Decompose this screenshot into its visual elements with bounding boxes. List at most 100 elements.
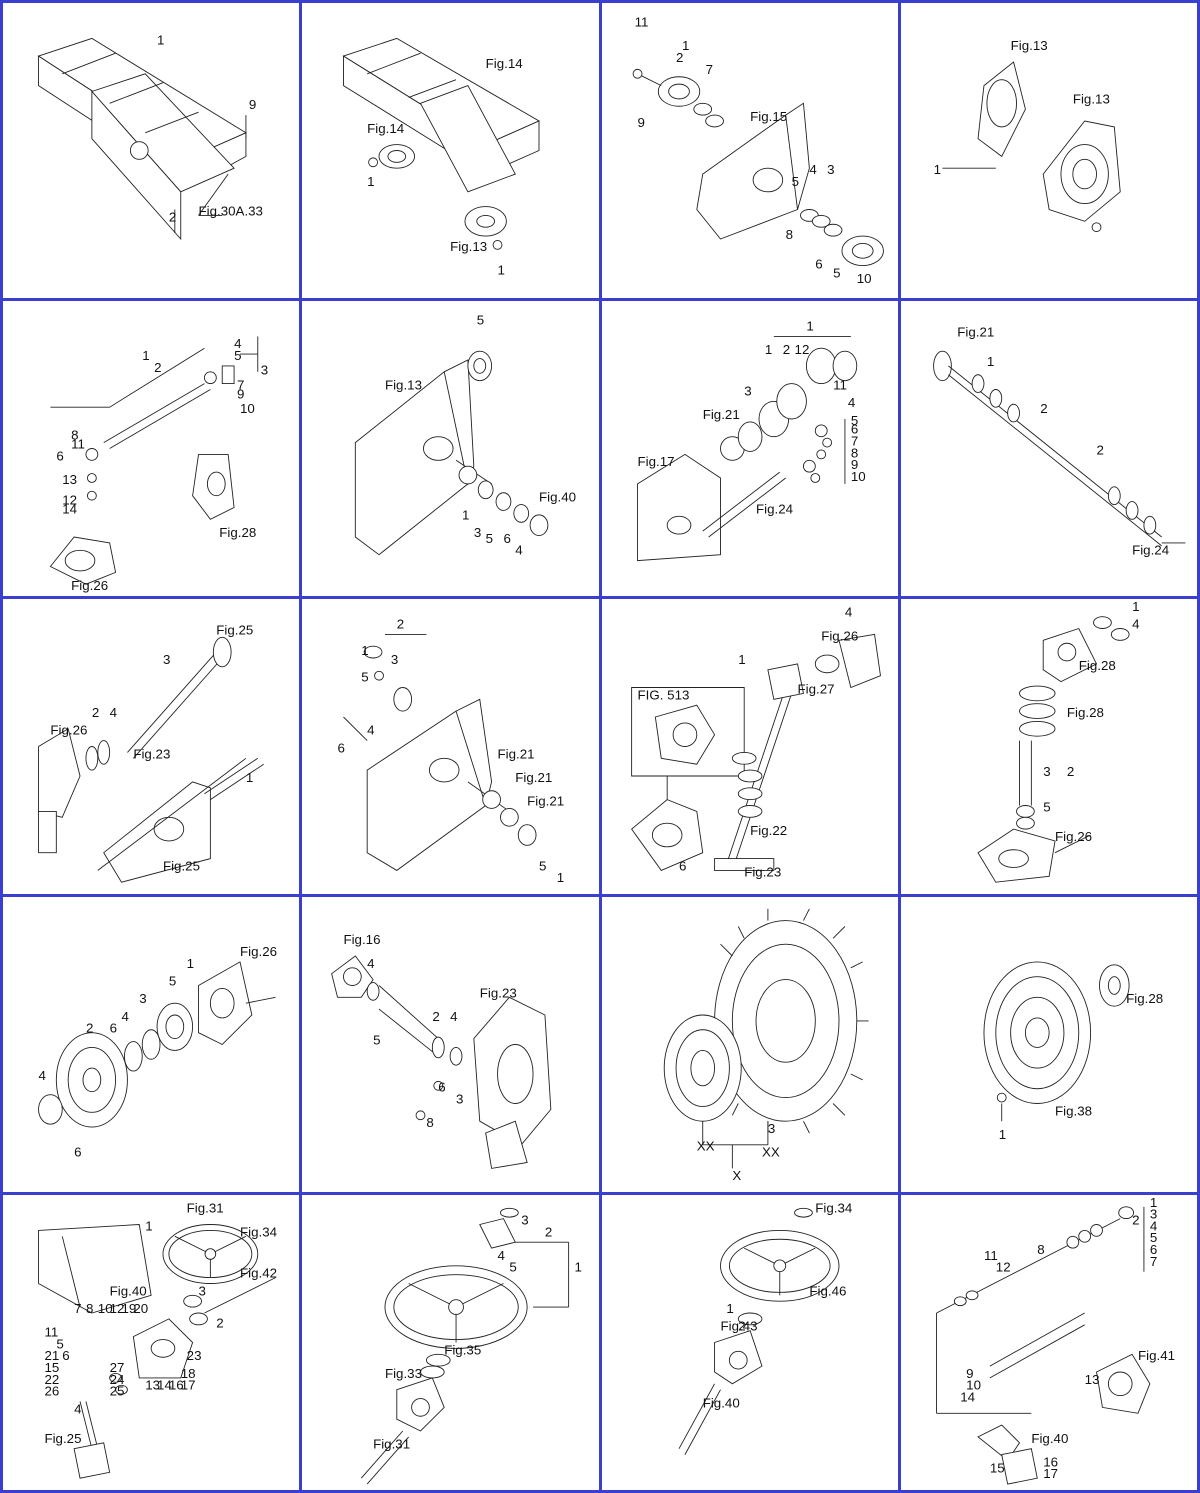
- callout-label: X: [732, 1168, 741, 1183]
- cell-axle-shaft[interactable]: Fig.21 1 2 2 Fig.24: [900, 301, 1197, 596]
- figure-ref: Fig.23: [480, 985, 517, 1000]
- callout-label: 25: [110, 1384, 125, 1399]
- callout-label: 1: [999, 1127, 1006, 1142]
- callout-label: 4: [1150, 1218, 1157, 1233]
- callout-label: 9: [966, 1366, 973, 1381]
- callout-label: 3: [163, 652, 170, 667]
- callout-label: 4: [234, 336, 241, 351]
- callout-label: 17: [1043, 1466, 1058, 1481]
- steering-mechanism-drawing: 1 2 3 4 5 6 7 8 10 11 12 13 14 15 16 17 …: [3, 1201, 277, 1490]
- figure-ref: Fig.25: [44, 1431, 81, 1446]
- cell-drive-shaft-and-housing[interactable]: 3 2 4 1 Fig.25 Fig.26 Fig.23 Fig.25: [3, 599, 300, 894]
- callout-label: 4: [122, 1009, 129, 1024]
- callout-label: 10: [240, 401, 255, 416]
- callout-label: 5: [510, 1260, 517, 1275]
- cell-tractor-wheels[interactable]: 3 XX XX X: [601, 897, 898, 1192]
- callout-label: 1: [157, 32, 164, 47]
- callout-label: 12: [996, 1260, 1011, 1275]
- cell-rear-wheel-hub[interactable]: 1 Fig.28 Fig.38: [900, 897, 1197, 1192]
- cell-transmission-case-seals[interactable]: 1 2 3 5 4 6 5 1 Fig.21 Fig.21 Fig.21: [302, 599, 599, 894]
- callout-label: 4: [516, 543, 523, 558]
- cell-steering-column-stack[interactable]: 1 4 2 3 5 Fig.28 Fig.28 Fig.26: [900, 599, 1197, 894]
- callout-label: 12: [62, 493, 77, 508]
- callout-label: 2: [433, 1009, 440, 1024]
- callout-label: 1: [557, 870, 564, 885]
- cell-axle-housing-and-bearings[interactable]: 11 1 2 7 9 5 4 3 8 6 5 10 Fig.15: [601, 3, 898, 298]
- figure-ref: Fig.35: [444, 1342, 481, 1357]
- callout-label: 2: [86, 1021, 93, 1036]
- callout-label: 20: [133, 1301, 148, 1316]
- callout-label: 1: [142, 348, 149, 363]
- callout-label: 24: [110, 1372, 125, 1387]
- figure-ref: Fig.21: [516, 770, 553, 785]
- callout-label: 3: [391, 652, 398, 667]
- callout-label: 14: [157, 1378, 172, 1393]
- callout-label: 5: [1150, 1230, 1157, 1245]
- callout-label: 2: [216, 1316, 223, 1331]
- cell-chassis-frame-with-bearing-housing[interactable]: Fig.14 Fig.14 Fig.13 1 1: [302, 3, 599, 298]
- callout-label: 1: [764, 342, 771, 357]
- callout-label: 4: [367, 956, 374, 971]
- callout-label: 11: [71, 437, 85, 452]
- cell-control-rod-linkage[interactable]: 1 2 4 5 3 6 7 8 9 10 11 12 13 14 Fig.28 …: [3, 301, 300, 596]
- cell-steering-wheel-assembly[interactable]: 1 2 Fig.34 Fig.46 Fig.43 Fig.40: [601, 1195, 898, 1490]
- callout-label: 1: [575, 1260, 582, 1275]
- callout-label: 5: [791, 174, 798, 189]
- figure-ref: Fig.40: [110, 1283, 147, 1298]
- cell-brake-drum-assembly[interactable]: 1 2 3 4 5 6 4 6 Fig.26: [3, 897, 300, 1192]
- callout-label: 10: [856, 271, 871, 286]
- callout-label: 4: [809, 162, 816, 177]
- cell-bearing-covers[interactable]: Fig.13 Fig.13 1: [900, 3, 1197, 298]
- callout-label: 14: [960, 1390, 975, 1405]
- callout-label: 6: [56, 448, 63, 463]
- cell-final-drive-stack[interactable]: FIG. 513 4 1 6 Fig.26 Fig.27 Fig.22 Fig.…: [601, 599, 898, 894]
- callout-label: 3: [199, 1283, 206, 1298]
- callout-label: 15: [44, 1360, 59, 1375]
- callout-label: 6: [850, 422, 857, 437]
- cell-chassis-frame[interactable]: 1 9 2 Fig.30A.33: [3, 3, 300, 298]
- cell-steering-wheel-exploded[interactable]: 1 2 3 4 5 Fig.35 Fig.33 Fig.31: [302, 1195, 599, 1490]
- figure-ref: Fig.21: [527, 794, 564, 809]
- callout-label: XX: [696, 1139, 714, 1154]
- callout-label: 23: [187, 1348, 202, 1363]
- callout-label: 4: [1132, 617, 1139, 632]
- callout-label: 10: [98, 1301, 113, 1316]
- cell-steering-box-exploded[interactable]: 1 2 3 4 5 6 7 8 9 10 11 12 13 14 15 16 1…: [900, 1195, 1197, 1490]
- figure-ref: Fig.31: [373, 1437, 410, 1452]
- callout-label: 4: [39, 1068, 46, 1083]
- callout-label: 13: [62, 472, 77, 487]
- figure-ref: Fig.26: [821, 628, 858, 643]
- callout-label: 1: [738, 652, 745, 667]
- steering-column-drawing: 1 4 2 3 5 Fig.28 Fig.28 Fig.26: [901, 599, 1139, 894]
- callout-label: 5: [1043, 799, 1050, 814]
- callout-label: 13: [1084, 1372, 1099, 1387]
- callout-label: XX: [761, 1145, 779, 1160]
- figure-ref: Fig.16: [344, 932, 381, 947]
- figure-ref: Fig.40: [702, 1395, 739, 1410]
- figure-ref: Fig.46: [809, 1283, 846, 1298]
- bearing-covers-drawing: Fig.13 Fig.13 1: [933, 38, 1197, 298]
- callout-label: 6: [110, 1021, 117, 1036]
- figure-ref: Fig.28: [1067, 705, 1104, 720]
- cell-differential-assembly[interactable]: 1 1 2 12 3 4 5 6 7 8 9 10 11 Fig.21 Fig.…: [601, 301, 898, 596]
- cell-steering-mechanism[interactable]: 1 2 3 4 5 6 7 8 10 11 12 13 14 15 16 17 …: [3, 1195, 300, 1490]
- callout-label: 3: [827, 162, 834, 177]
- tractor-wheels-drawing: 3 XX XX X: [602, 897, 898, 1183]
- figure-ref: Fig.34: [815, 1201, 852, 1216]
- callout-label: 1: [681, 38, 688, 53]
- callout-label: 12: [110, 1301, 125, 1316]
- callout-label: 1: [362, 643, 369, 658]
- callout-label: 8: [785, 227, 792, 242]
- figure-ref: Fig.14: [367, 121, 404, 136]
- callout-label: 3: [1150, 1207, 1157, 1222]
- cell-transmission-case[interactable]: 5 Fig.13 1 3 5 6 4 Fig.40: [302, 301, 599, 596]
- figure-ref: Fig.13: [1010, 38, 1047, 53]
- diagram-grid: 1 9 2 Fig.30A.33 Fig.14: [3, 3, 1197, 1490]
- callout-label: 26: [44, 1384, 59, 1399]
- callout-label: 2: [676, 50, 683, 65]
- callout-label: 1: [1150, 1195, 1157, 1210]
- cell-axle-tube-and-gear-case[interactable]: Fig.16 Fig.23 4 5 2 4 6 3 8: [302, 897, 599, 1192]
- callout-label: 3: [521, 1213, 528, 1228]
- callout-label: 18: [181, 1366, 196, 1381]
- callout-label: 21: [44, 1348, 59, 1363]
